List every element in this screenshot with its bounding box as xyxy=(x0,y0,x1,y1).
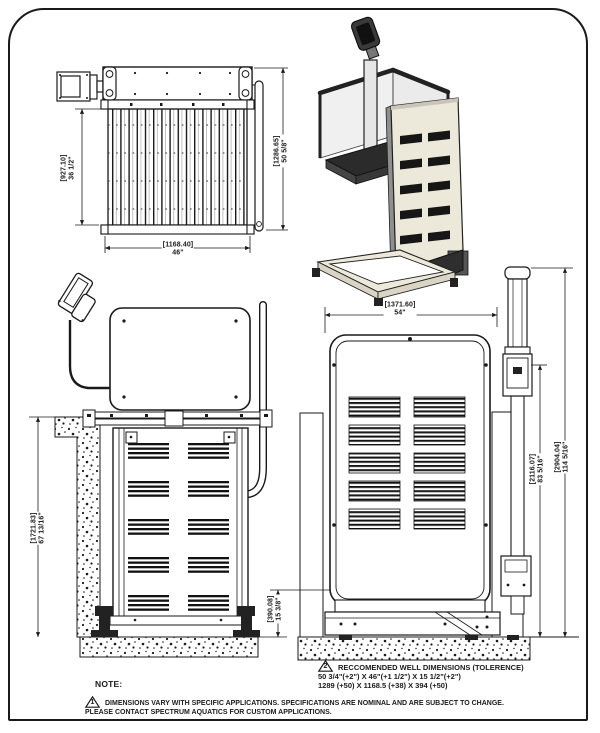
dim-plan-platform-depth: [927.10] 36 1/2" xyxy=(60,153,76,183)
side-hand-control xyxy=(57,272,113,390)
well-concrete-wall xyxy=(29,416,287,658)
isometric-view xyxy=(312,16,469,306)
note-label: NOTE: xyxy=(95,679,123,689)
plan-lower-rail xyxy=(100,224,255,235)
front-view xyxy=(297,266,579,661)
dim-side-well-depth: [390.08] 15 3/8" xyxy=(267,594,283,624)
note-2-line-1: 50 3/4"(+2") X 46"(+1 1/2") X 15 1/2"(+2… xyxy=(318,672,461,681)
note-2: 2 RECCOMENDED WELL DIMENSIONS (TOLERENCE… xyxy=(317,659,524,690)
dim-front-width: [1371.60] 54" xyxy=(383,301,417,317)
note-1-line-1: DIMENSIONS VARY WITH SPECIFIC APPLICATIO… xyxy=(105,700,504,707)
flag-note-triangle-1: 1 xyxy=(84,695,101,708)
dim-plan-overall-depth: [1286.65] 50 5/8" xyxy=(273,134,289,168)
well-floor-slab xyxy=(79,636,259,658)
plan-side-guard-tube xyxy=(252,80,264,232)
front-actuator-mast xyxy=(500,266,533,615)
side-carriage-rails xyxy=(82,409,273,428)
note-1: 1 DIMENSIONS VARY WITH SPECIFIC APPLICAT… xyxy=(84,695,504,717)
front-vent-louvers xyxy=(348,396,466,530)
note-2-title: RECCOMENDED WELL DIMENSIONS (TOLERENCE) xyxy=(338,663,524,672)
iso-side-panel xyxy=(385,97,464,276)
side-view xyxy=(29,272,330,658)
note-1-line-2: PLEASE CONTACT SPECTRUM AQUATICS FOR CUS… xyxy=(85,709,332,716)
side-guard-tube xyxy=(245,301,267,498)
front-base-assembly xyxy=(324,599,519,640)
dim-side-height: [1721.83] 67 13/16" xyxy=(30,511,46,545)
plan-view xyxy=(56,66,288,253)
dim-front-height-upper: [2116.07] 83 5/16" xyxy=(529,452,545,486)
dim-front-height-total: [2904.04] 114 5/16" xyxy=(554,440,570,474)
plan-upper-rail xyxy=(100,99,255,110)
iso-vent-slots xyxy=(400,130,450,245)
flag-note-triangle-2: 2 xyxy=(317,659,334,672)
side-base-feet xyxy=(91,606,260,637)
dim-plan-width: [1168.40] 46" xyxy=(161,241,195,257)
plan-top-bar xyxy=(102,66,253,101)
side-vent-bars xyxy=(128,443,229,611)
iso-base-frame xyxy=(312,249,458,306)
side-seat-back xyxy=(109,307,251,411)
note-2-line-2: 1289 (+50) X 1168.5 (+38) X 394 (+50) xyxy=(318,681,448,690)
plan-platform-grating xyxy=(107,108,248,226)
front-ground xyxy=(297,636,579,661)
sheet-border xyxy=(8,8,588,721)
iso-control-mast xyxy=(350,16,381,161)
